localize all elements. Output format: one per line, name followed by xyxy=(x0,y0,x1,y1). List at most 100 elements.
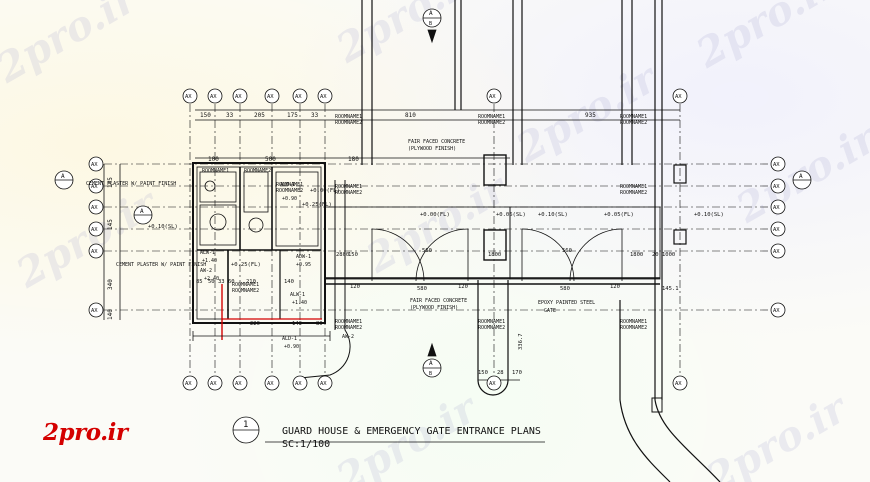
section-mark-sheet: B xyxy=(429,21,432,27)
dimension-lower: 28 xyxy=(497,370,504,376)
level-label: +0.10(SL) xyxy=(538,212,568,218)
grid-bubble-label-left: AX xyxy=(91,184,98,190)
section-mark-label: A xyxy=(429,360,433,367)
dimension-left: 340 xyxy=(107,279,114,290)
room-name-label: ROOMNAME1 xyxy=(478,114,505,120)
dimension-gate: 1800 xyxy=(630,252,643,258)
grid-bubbles-top xyxy=(182,88,688,104)
section-mark-label: A xyxy=(61,173,65,180)
grid-bubble-label-left: AX xyxy=(91,205,98,211)
grid-bubble-label-left: AX xyxy=(91,227,98,233)
dimension-left: 145 xyxy=(107,177,114,188)
site-logo: 2pro.ir xyxy=(43,419,128,446)
note-plywood-top: (PLYWOOD FINISH) xyxy=(408,146,456,152)
grid-bubble-label-bottom: AX xyxy=(267,381,274,387)
grid-bubbles-right xyxy=(770,156,786,318)
grid-bubble-label-bottom: AX xyxy=(320,381,327,387)
room-name-label: ROOMNAME1 xyxy=(335,114,362,120)
tag-level: +1.40 xyxy=(292,300,307,306)
dimension-gate: 120 xyxy=(458,284,468,290)
room-name-label: ROOMNAME1 xyxy=(620,184,647,190)
annotation-text: AX AX AX AX AX AX AX AX AX AX AX AX AX AX AX AX AX AX AX AX… xyxy=(61,10,803,387)
level-label: +0.00(FL) xyxy=(310,188,340,194)
room-name-label: ROOMNAME2 xyxy=(335,190,362,196)
dimension-bottom: 80 xyxy=(316,321,323,327)
tag-level: +0.95 xyxy=(296,262,311,268)
dimension-gate: 580 xyxy=(560,286,570,292)
dimension-bottom: 50 xyxy=(208,279,215,285)
dimension-vertical: 145.1 xyxy=(662,286,679,292)
title-line-1: GUARD HOUSE & EMERGENCY GATE ENTRANCE PL… xyxy=(282,426,541,437)
grid-bubble-label-top: AX xyxy=(295,94,302,100)
grid-bubble-label-right: AX xyxy=(773,227,780,233)
grid-bubble-label-bottom: AX xyxy=(235,381,242,387)
dimension-top: 935 xyxy=(585,112,596,119)
room-name-label: ROOMNAME2 xyxy=(335,325,362,331)
grid-bubble-label-top: AX xyxy=(320,94,327,100)
grid-bubble-label-left: AX xyxy=(91,162,98,168)
room-name-label: ROOMNAME1 xyxy=(335,184,362,190)
dimension-top: 33 xyxy=(226,112,234,119)
dimension-sub: 500 xyxy=(265,156,276,163)
grid-bubble-label-right: AX xyxy=(773,184,780,190)
dimension-bottom: 85 xyxy=(196,279,203,285)
dimension-sub: 100 xyxy=(208,156,219,163)
tag-level: +0.90 xyxy=(282,196,297,202)
level-label: +0.10(SL) xyxy=(148,224,178,230)
dimension-bottom: 33 xyxy=(218,279,225,285)
tag-level: +2.40 xyxy=(204,276,219,282)
level-label: +0.06(SL) xyxy=(496,212,526,218)
dimension-top: 205 xyxy=(254,112,265,119)
dimension-left: 140 xyxy=(107,309,114,320)
dimension-bottom: 140 xyxy=(292,321,302,327)
grid-bubble-label-right: AX xyxy=(773,249,780,255)
section-mark-label: A xyxy=(140,208,144,215)
note-epoxy: EPOXY PAINTED STEEL xyxy=(538,300,595,306)
door-window-tag: ALW-1 xyxy=(290,292,305,298)
level-label: +0.10(SL) xyxy=(694,212,724,218)
level-label: +0.00(FL) xyxy=(420,212,450,218)
grid-bubble-label-bottom: AX xyxy=(185,381,192,387)
dimension-gate: 2800 xyxy=(336,252,349,258)
note-fair-faced-top: FAIR FACED CONCRETE xyxy=(408,139,465,145)
dimension-gate: 560 xyxy=(422,248,432,254)
dimension-bottom: 140 xyxy=(284,279,294,285)
room-name-label: ROOMNAME2 xyxy=(620,190,647,196)
room-name-label: ROOMNAME1 xyxy=(335,319,362,325)
note-fair-faced-bottom: FAIR FACED CONCRETE xyxy=(410,298,467,304)
room-name-label: ROOMNAME2 xyxy=(232,288,259,294)
grid-bubble-label-top: AX xyxy=(210,94,217,100)
door-window-tag: ADW-1 xyxy=(296,254,311,260)
grid-bubble-label-right: AX xyxy=(773,205,780,211)
grid-bubble-label-bottom: AX xyxy=(675,381,682,387)
grid-bubble-label-right: AX xyxy=(773,308,780,314)
grid-bubble-label-bottom: AX xyxy=(295,381,302,387)
room-name-label: ROOMNAME2 xyxy=(335,120,362,126)
dimension-bottom: 210 xyxy=(246,279,256,285)
door-window-tag: ALD-1 xyxy=(280,182,295,188)
grid-bubbles-bottom xyxy=(182,375,688,391)
grid-bubble-label-bottom: AX xyxy=(489,381,496,387)
room-name-label: ROOMNAME1 xyxy=(232,282,259,288)
dimension-bottom: 60 xyxy=(228,279,235,285)
room-name-label: ROOMNAME1 xyxy=(276,182,303,188)
dimension-top: 150 xyxy=(200,112,211,119)
grid-bubble-label-bottom: AX xyxy=(210,381,217,387)
room-name-label: ROOMNAME2 xyxy=(276,188,303,194)
note-plywood-bottom: (PLYWOOD FINISH) xyxy=(410,305,458,311)
title-line-2: SC:1/100 xyxy=(282,439,331,450)
section-mark-sheet: B xyxy=(429,371,432,377)
dimension-vertical: 336.7 xyxy=(518,333,524,350)
dimension-sub: 180 xyxy=(348,156,359,163)
room-name-label: ROOMNAME1 xyxy=(478,319,505,325)
room-name-label: ROOMNAME2 xyxy=(620,325,647,331)
tag-level: +1.40 xyxy=(202,258,217,264)
dimension-lower: 170 xyxy=(512,370,522,376)
dimension-top: 33 xyxy=(311,112,319,119)
room-name-label: ROOMNAME2 xyxy=(620,120,647,126)
grid-bubble-label-left: AX xyxy=(91,308,98,314)
level-label: +0.05(FL) xyxy=(604,212,634,218)
room-name-label: ROOMNAME2 xyxy=(244,168,271,174)
note-cement-top: CEMENT PLASTER W/ PAINT FINISH xyxy=(86,181,176,187)
